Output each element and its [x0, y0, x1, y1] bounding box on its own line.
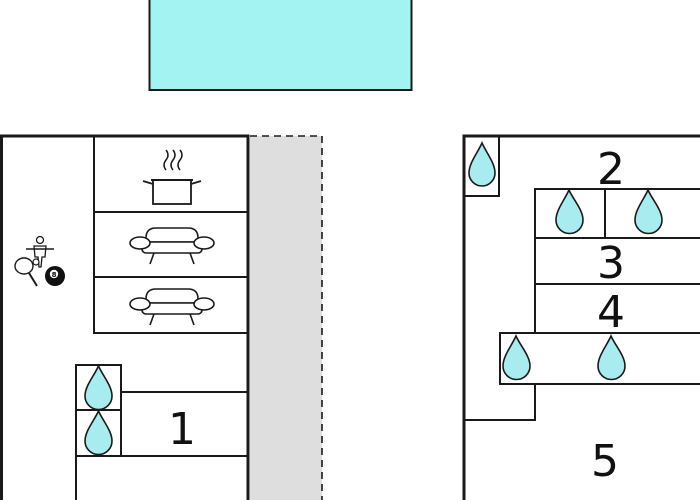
room-1-box [76, 391, 247, 457]
room-5-box [465, 384, 536, 421]
water-drop-icon [634, 188, 663, 235]
room-4-label: 4 [597, 287, 625, 338]
bathroom-box-small [464, 137, 500, 197]
water-drop-icon [555, 188, 584, 235]
walkway [250, 135, 323, 500]
armchair-icon [129, 288, 215, 326]
billiard-ball-icon: 8 [45, 266, 65, 286]
water-drop-icon [502, 334, 531, 381]
bathroom-box-bottom [75, 410, 122, 500]
billiard-ball-number: 8 [52, 271, 57, 279]
living-room [93, 212, 247, 334]
water-drop-icon [597, 334, 626, 381]
room-5-label: 5 [591, 436, 619, 487]
room-2-label: 2 [597, 144, 625, 195]
armchair-icon [129, 227, 215, 265]
pool [148, 0, 413, 91]
cooking-pot-icon [142, 149, 202, 205]
right-building: 2 3 4 5 [462, 134, 700, 500]
room-3-label: 3 [597, 238, 625, 289]
bathroom-row-box [499, 332, 700, 385]
water-drop-icon [468, 141, 496, 187]
water-drop-icon [84, 409, 113, 456]
table-football-figure-icon [26, 235, 54, 268]
left-building: 1 [0, 134, 250, 500]
room-1-label: 1 [168, 404, 196, 455]
ping-pong-paddle-icon [14, 257, 40, 287]
games-icon: 8 [14, 235, 65, 287]
water-drop-icon [84, 364, 113, 411]
